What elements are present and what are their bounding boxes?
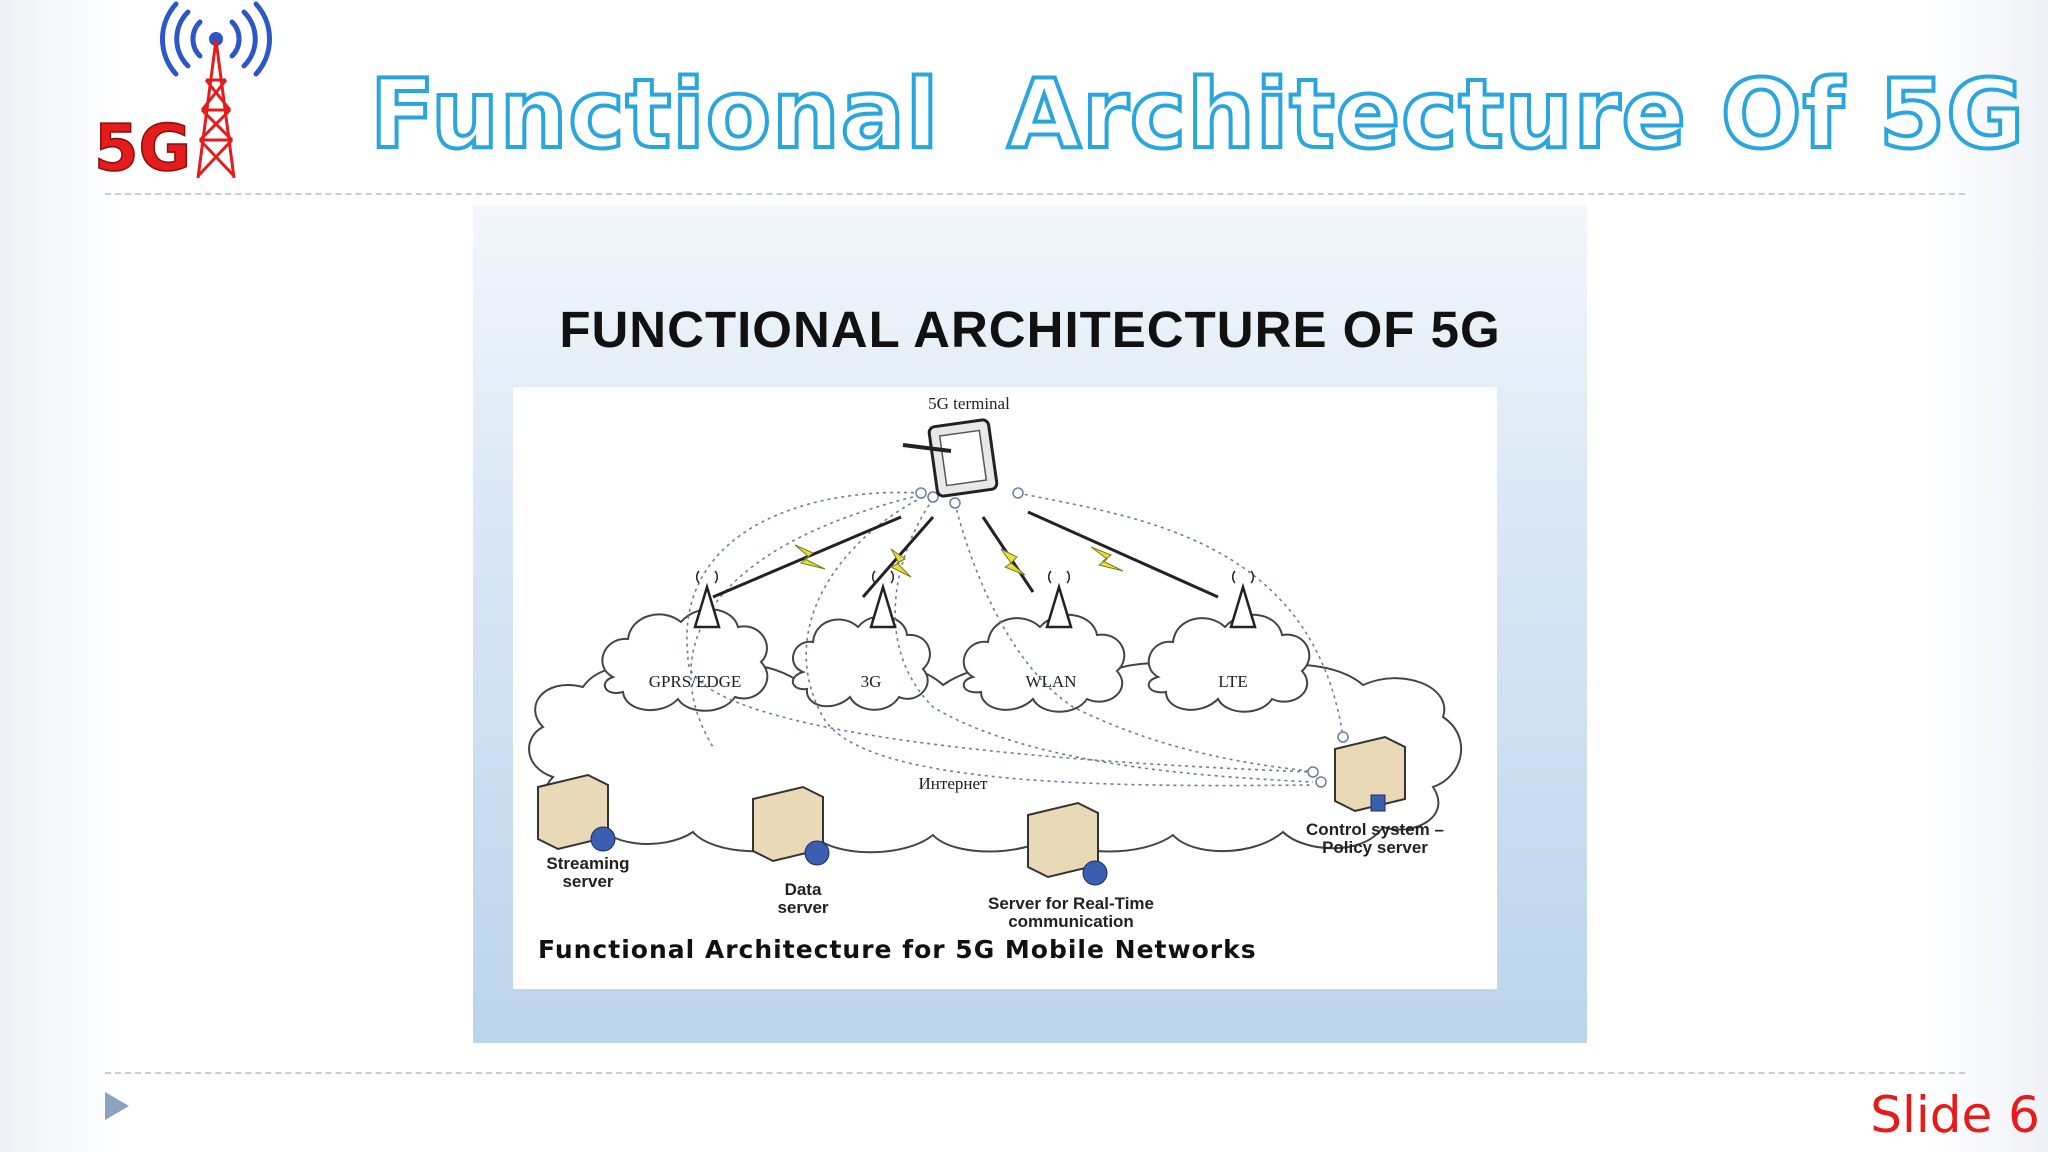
cloud-lte [1147,613,1311,713]
realtime-server-label-1: Server for Real-Time [988,894,1154,913]
antenna-icon [693,582,1257,629]
data-server-label-2: server [777,898,828,917]
internet-label: Интернет [919,774,988,793]
network-label-wlan: WLAN [1026,672,1077,691]
cloud-wlan [962,613,1126,713]
cloud-3g [792,615,931,711]
slide-title: Functional Architecture Of 5G [368,60,2026,170]
network-label-lte: LTE [1218,672,1248,691]
server-icon [537,735,1406,879]
streaming-server-label-2: server [562,872,613,891]
terminal-label: 5G terminal [928,394,1010,413]
control-server-label-1: Control system – [1306,820,1444,839]
realtime-server-label-2: communication [1008,912,1134,931]
network-label-gprs-edge: GPRS/EDGE [649,672,742,691]
logo-text: 5G [94,112,191,185]
streaming-server-label-1: Streaming [546,854,629,873]
network-label-3g: 3G [861,672,882,691]
figure-panel: FUNCTIONAL ARCHITECTURE OF 5G [473,205,1587,1043]
5g-tower-logo-icon: 5G [93,1,272,187]
5g-logo: 5G [92,0,302,187]
slide-number: Slide 6 [1870,1086,2040,1144]
lightning-icon [794,544,1124,578]
play-triangle-icon [105,1092,129,1120]
top-divider [105,193,1965,195]
cloud-gprs-edge [601,608,769,712]
bottom-divider [105,1072,1965,1074]
figure-title: FUNCTIONAL ARCHITECTURE OF 5G [559,301,1501,358]
control-server-label-2: Policy server [1322,838,1428,857]
architecture-diagram: 5G terminal [513,387,1497,989]
tablet-icon [902,418,999,498]
figure-caption: Functional Architecture for 5G Mobile Ne… [538,935,1257,964]
data-server-label-1: Data [785,880,822,899]
